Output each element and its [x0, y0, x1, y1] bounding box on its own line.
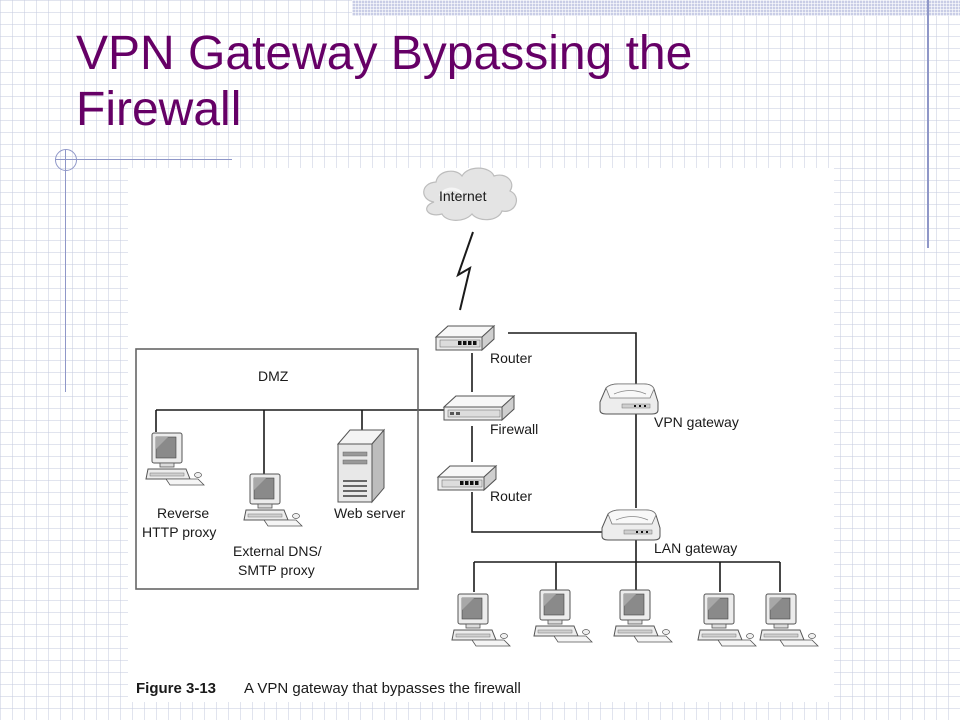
lan-pc-icon [451, 593, 511, 647]
slide-title-line2: Firewall [76, 83, 242, 136]
router-bottom-label: Router [490, 488, 532, 504]
reverse-proxy-pc-icon [145, 432, 205, 486]
router-top-icon [435, 325, 495, 351]
top-decor-band [352, 0, 960, 16]
router-bottom-icon [437, 465, 497, 491]
reverse-proxy-label-line2: HTTP proxy [142, 524, 216, 540]
vpn-gateway-icon [599, 383, 659, 415]
title-underline [55, 159, 232, 160]
figure-number: Figure 3-13 [136, 680, 216, 697]
lan-pc-icon [759, 593, 819, 647]
internet-cloud-icon [423, 167, 518, 221]
web-server-label: Web server [334, 505, 406, 521]
connection-lines [155, 332, 781, 592]
lan-gateway-icon [601, 509, 661, 541]
dmz-boundary [135, 348, 419, 590]
firewall-label: Firewall [490, 421, 538, 437]
slide-title-line1: VPN Gateway Bypassing the [76, 27, 693, 80]
lan-pc-icon [697, 593, 757, 647]
figure-caption: A VPN gateway that bypasses the firewall [244, 680, 521, 697]
dmz-label: DMZ [258, 368, 289, 384]
internet-label: Internet [439, 188, 487, 204]
right-decor-line [927, 0, 929, 248]
left-decor-line [65, 150, 66, 392]
lan-pc-icon [613, 589, 673, 643]
corner-circle-decor [55, 149, 77, 171]
dns-proxy-label-line1: External DNS/ [233, 543, 322, 559]
lan-gateway-label: LAN gateway [654, 540, 737, 556]
reverse-proxy-label-line1: Reverse [157, 505, 209, 521]
dns-proxy-label-line2: SMTP proxy [238, 562, 315, 578]
slide-title: VPN Gateway Bypassing the Firewall [76, 26, 836, 138]
dns-smtp-proxy-pc-icon [243, 473, 303, 527]
router-top-label: Router [490, 350, 532, 366]
web-server-icon [336, 428, 386, 504]
vpn-gateway-label: VPN gateway [654, 414, 739, 430]
firewall-icon [443, 395, 515, 421]
lightning-link-icon [456, 231, 474, 311]
lan-pc-icon [533, 589, 593, 643]
